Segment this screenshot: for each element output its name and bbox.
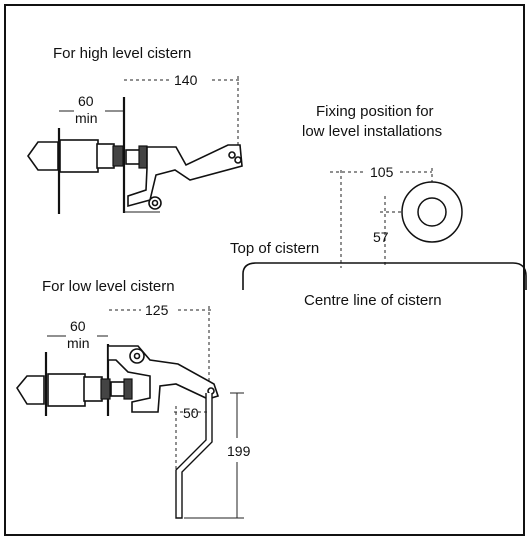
low-drop-dimension: 199 [184,392,251,519]
centre-line-label: Centre line of cistern [304,292,442,309]
diagram-frame [4,4,525,536]
high-min-dimension: 60 min [59,93,124,126]
fixing-position-marker: 105 57 [330,164,463,268]
top-of-cistern-label: Top of cistern [230,240,319,257]
fixing-hole-inner [417,197,447,227]
high-lever-assembly [27,97,243,214]
low-min-dimension: 60 min [47,318,108,351]
high-level-title: For high level cistern [53,45,191,62]
low-drop-value: 199 [227,443,251,459]
low-span-value: 125 [145,302,169,318]
fixing-title-line1: Fixing position for [316,103,434,120]
low-span-dimension: 125 [109,302,213,385]
low-offset-value: 50 [183,405,199,421]
low-min-unit: min [67,335,90,351]
high-min-value: 60 [78,93,94,109]
high-span-value: 140 [174,72,198,88]
low-min-value: 60 [70,318,86,334]
fixing-title-line2: low level installations [302,123,442,140]
cistern-outline [242,262,527,290]
high-span-dimension: 140 [124,72,242,152]
low-level-title: For low level cistern [42,278,175,295]
fix-horizontal-value: 105 [370,164,394,180]
low-drop-rod [175,393,213,519]
high-min-unit: min [75,110,98,126]
fix-vertical-value: 57 [373,229,389,245]
low-lever-assembly [16,344,220,519]
low-offset-dimension: 50 [174,405,208,470]
